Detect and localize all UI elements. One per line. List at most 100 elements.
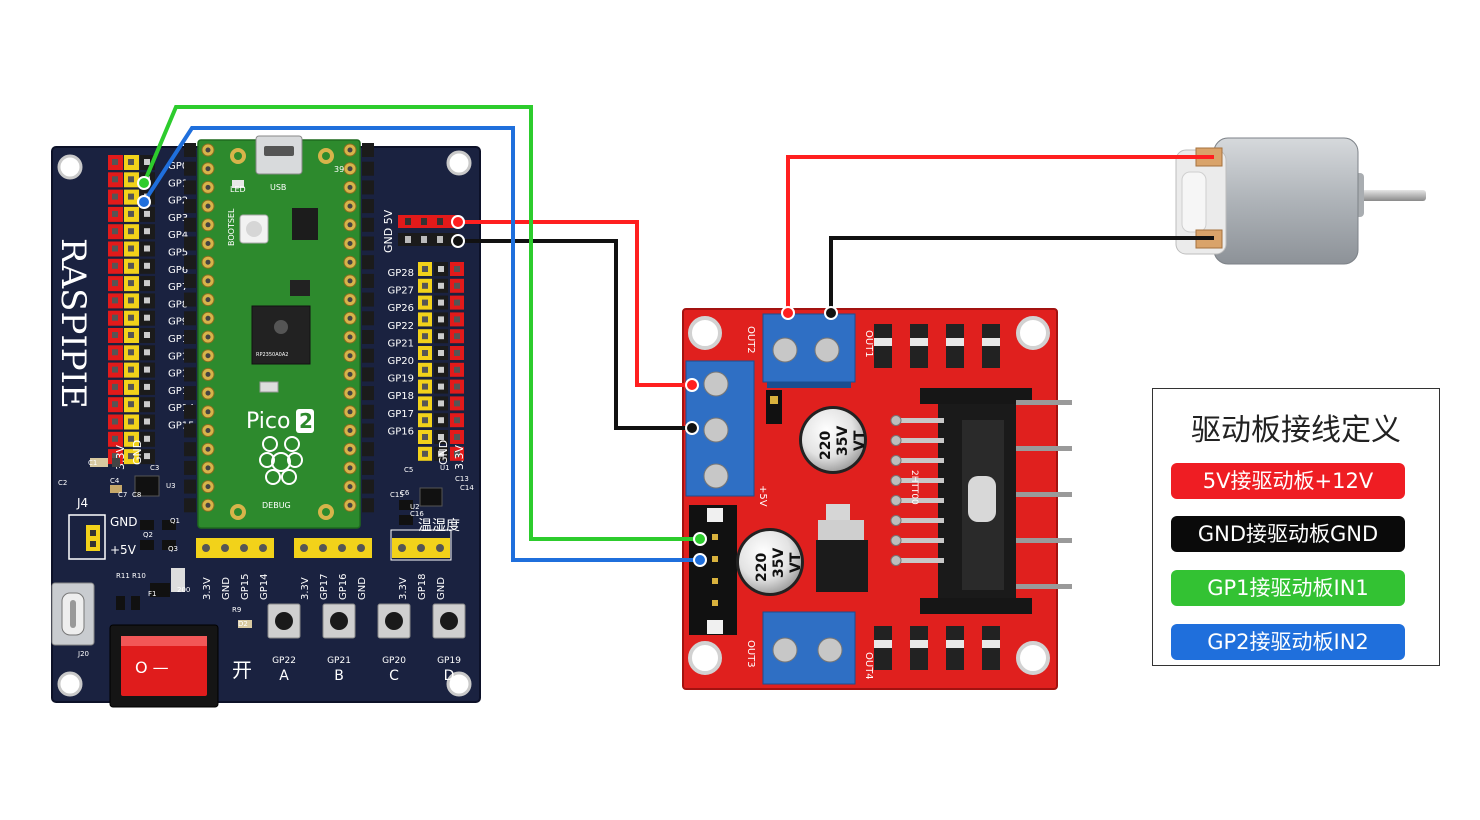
group-pin-label: GND [221, 577, 232, 600]
wire-blue-gp2 [142, 126, 700, 562]
group-pin-label: 3.3V [202, 577, 213, 600]
legend-item-gp1: GP1接驱动板IN1 [1171, 570, 1405, 606]
left-pin-label: GP1 [168, 178, 188, 189]
button-gp-label: GP19 [437, 656, 461, 666]
label-out1: OUT1 [863, 330, 874, 358]
pico-label-usb: USB [270, 183, 286, 192]
label-out4: OUT4 [863, 652, 874, 680]
legend-item-gnd: GND接驱动板GND [1171, 516, 1405, 552]
left-pin-label: GP15 [168, 421, 195, 432]
silk-label: R10 [132, 572, 146, 580]
silk-label: C13 [455, 475, 469, 483]
group-pin-label: GP15 [240, 573, 251, 600]
right-power-gnd: GND [437, 440, 450, 465]
silk-label: C6 [400, 489, 410, 497]
silk-label: C7 [118, 491, 127, 499]
pico-label-led: LED [230, 185, 246, 194]
svg-text:35V: 35V [771, 548, 787, 578]
right-pin-label: GP20 [387, 356, 414, 367]
left-power-gnd: GND [131, 440, 144, 465]
pico-version: 2 [299, 409, 313, 433]
button-letter: C [389, 668, 399, 684]
svg-text:35V: 35V [835, 426, 851, 456]
silk-label: Q3 [168, 545, 178, 553]
left-pin-label: GP4 [168, 230, 188, 241]
left-pin-labels: GP0GP1GP2GP3GP4GP5GP6GP7GP8GP9GP10GP11GP… [168, 161, 195, 432]
left-pin-label: GP6 [168, 265, 188, 276]
legend-item-gp2: GP2接驱动板IN2 [1171, 624, 1405, 660]
brand-label: RASPIPIE [53, 238, 93, 409]
pico-board: Pico 2 LED USB BOOTSEL DEBUG 39 RP2350A0… [184, 135, 374, 529]
silk-label: U2 [410, 503, 420, 511]
silk-label: U3 [166, 482, 176, 490]
left-pin-label: GP2 [168, 196, 188, 207]
button-gp-label: GP21 [327, 656, 351, 666]
switch-symbol: O — [135, 658, 169, 677]
right-pin-label: GP28 [387, 268, 414, 279]
left-pin-label: GP5 [168, 248, 188, 259]
group-pin-label: 3.3V [300, 577, 311, 600]
left-pin-label: GP13 [168, 386, 195, 397]
right-pin-label: GP22 [387, 321, 414, 332]
j4-label: J4 [76, 496, 88, 510]
button-letter: B [334, 668, 344, 684]
silk-label: C8 [132, 491, 141, 499]
silk-label: J20 [77, 650, 89, 658]
silk-label: C3 [150, 464, 159, 472]
svg-text:220: 220 [754, 553, 770, 582]
right-pin-label: GP18 [387, 391, 414, 402]
left-pin-label: GP7 [168, 282, 188, 293]
legend-item-5v: 5V接驱动板+12V [1171, 463, 1405, 499]
silk-label: U1 [440, 464, 450, 472]
left-pin-label: GP14 [168, 403, 195, 414]
wire-red-motor [786, 155, 1214, 313]
j4-5v: +5V [110, 543, 137, 557]
power-switch[interactable]: O — [109, 624, 219, 708]
left-pin-label: GP12 [168, 369, 195, 380]
svg-text:VT: VT [788, 552, 804, 573]
silk-label: C15 [390, 491, 404, 499]
label-out2: OUT2 [745, 326, 756, 354]
right-pin-headers [418, 262, 464, 461]
silk-label: R11 [116, 572, 130, 580]
group-pin-label: GP18 [417, 573, 428, 600]
svg-text:220: 220 [818, 431, 834, 460]
left-pin-label: GP11 [168, 351, 195, 362]
right-pin-label: GP19 [387, 374, 414, 385]
button-letter: D [444, 668, 455, 684]
silk-label: D2 [238, 620, 248, 628]
wires [137, 105, 1214, 567]
dc-motor [1175, 137, 1426, 265]
silk-label: Q1 [170, 517, 180, 525]
raspberry-logo-icon [259, 436, 303, 485]
smd-components [90, 458, 443, 628]
voltage-regulator [816, 504, 868, 592]
wire-black-gnd [458, 239, 692, 430]
pico-label-debug: DEBUG [262, 501, 291, 510]
svg-text:VT: VT [852, 430, 868, 451]
button-letter: A [279, 668, 289, 684]
power-header [398, 215, 458, 246]
sensor-label: 温湿度 [418, 518, 460, 534]
silk-label: C1 [88, 459, 97, 467]
silk-label: C14 [460, 484, 474, 492]
silk-label: C5 [404, 466, 413, 474]
silk-label: C2 [58, 479, 67, 487]
capacitor-top: 220 35V VT [799, 406, 868, 474]
left-pin-label: GP9 [168, 317, 188, 328]
wire-green-gp1 [142, 105, 700, 541]
legend-title: 驱动板接线定义 [1191, 413, 1401, 448]
label-out3: OUT3 [745, 640, 756, 668]
wire-black-motor [829, 236, 1214, 313]
pico-label-39: 39 [334, 165, 344, 174]
pico-chip-text: RP2350A0A2 [256, 352, 288, 358]
power-header-label: GND 5V [382, 209, 395, 253]
right-power-3v3: 3.3V [453, 445, 466, 470]
right-pin-label: GP26 [387, 303, 414, 314]
left-pin-label: GP3 [168, 213, 188, 224]
